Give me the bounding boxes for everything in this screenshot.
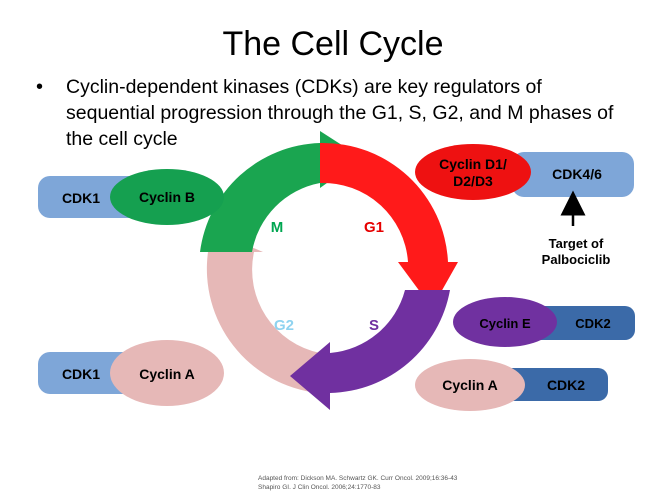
citation-line-1: Adapted from: Dickson MA. Schwartz GK. C…	[258, 475, 458, 482]
cyclin-b-ellipse	[110, 169, 224, 225]
phase-g1-label: G1	[363, 219, 384, 236]
cyclin-d-label: Cyclin D1/ D2/D3	[439, 156, 507, 189]
cyclin-a-label-right: Cyclin A	[442, 377, 498, 393]
cdk1-label-bottom: CDK1	[61, 366, 101, 382]
citation-line-2: Shapiro GI. J Clin Oncol. 2006;24:1770-8…	[258, 484, 381, 491]
cdk2-label-bottom: CDK2	[546, 377, 586, 393]
cdk2-label-mid: CDK2	[575, 316, 611, 331]
target-note: Target of Palbociclib	[541, 236, 611, 267]
page-title: The Cell Cycle	[222, 25, 444, 63]
g1-arc	[320, 142, 458, 308]
citation: Adapted from: Dickson MA. Schwartz GK. C…	[258, 474, 498, 492]
cyclin-e-label: Cyclin E	[479, 316, 531, 331]
phase-g2-label: G2	[273, 317, 294, 334]
cyclin-e-ellipse	[453, 297, 557, 347]
bullet-text: Cyclin-dependent kinases (CDKs) are key …	[66, 76, 614, 150]
cdk1-label-top: CDK1	[61, 190, 101, 206]
cyclin-a-label-left: Cyclin A	[139, 366, 195, 382]
cyclin-a-ellipse-right	[415, 359, 525, 411]
cyclin-a-ellipse-left	[110, 340, 224, 406]
bullet-marker: •	[36, 76, 44, 98]
cyclin-d-ellipse	[415, 144, 531, 200]
s-arc	[290, 290, 450, 410]
phase-m-label: M	[270, 219, 284, 236]
cdk46-box	[512, 152, 634, 197]
cyclin-b-label: Cyclin B	[138, 189, 195, 205]
g2-arc	[200, 238, 320, 393]
phase-s-label: S	[368, 317, 379, 334]
cdk46-label: CDK4/6	[552, 166, 602, 182]
